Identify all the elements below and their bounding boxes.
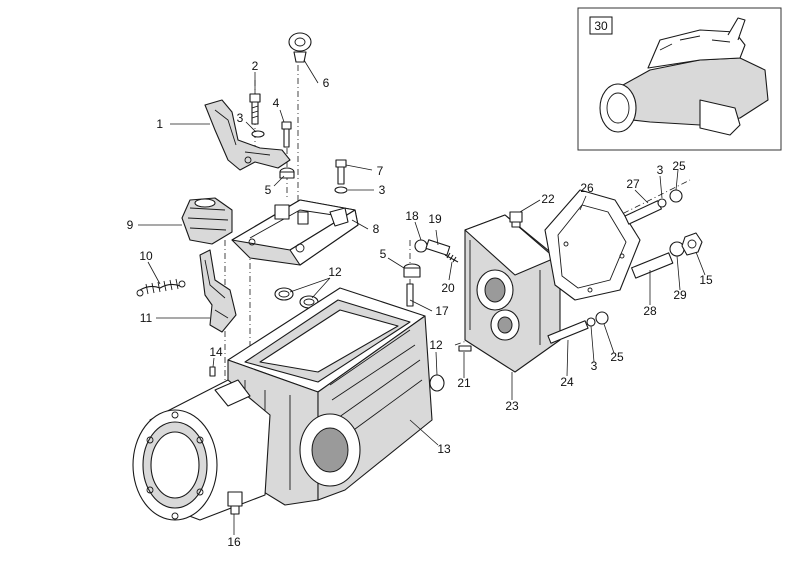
part-5-nut	[279, 167, 295, 179]
part-8-top-cover	[231, 199, 359, 266]
part-3-washer	[251, 130, 265, 138]
callout-3: 3	[237, 111, 244, 125]
callout-4: 4	[273, 96, 280, 110]
callout-5: 5	[265, 183, 272, 197]
callout-15: 15	[699, 273, 713, 287]
part-25-seal-upper	[669, 189, 683, 203]
part-12-seals	[274, 287, 319, 309]
callout-13: 13	[437, 442, 451, 456]
callout-3: 3	[657, 163, 664, 177]
part-3-washer-far	[657, 198, 667, 208]
callout-14: 14	[209, 345, 223, 359]
part-23-intermediate-plate	[464, 214, 561, 373]
callout-29: 29	[673, 288, 687, 302]
part-3-washer-low	[586, 317, 596, 327]
part-14-pin	[209, 366, 216, 377]
part-7-bolt	[335, 159, 347, 185]
callout-23: 23	[505, 399, 519, 413]
callout-5: 5	[380, 247, 387, 261]
part-1-bracket	[204, 99, 291, 171]
callout-28: 28	[643, 304, 657, 318]
callout-labels: 1 2 3 4 5 6 7 3 8 9 10 11 12 5 18 19 20 …	[127, 59, 713, 549]
callout-12: 12	[429, 338, 443, 352]
part-25-seal-lower	[595, 311, 609, 325]
callout-19: 19	[428, 212, 442, 226]
callout-11: 11	[140, 311, 153, 325]
part-20-spring	[444, 252, 459, 263]
part-4-bolt	[281, 121, 292, 148]
part-16-drain-plug	[227, 491, 243, 515]
part-17-dowel	[406, 283, 414, 307]
callout-16: 16	[227, 535, 241, 549]
callout-7: 7	[377, 164, 384, 178]
part-5-nut-lower	[403, 263, 421, 278]
callout-12: 12	[328, 265, 342, 279]
callout-25: 25	[610, 350, 624, 364]
callout-2: 2	[252, 59, 259, 73]
callout-8: 8	[373, 222, 380, 236]
callout-24: 24	[560, 375, 574, 389]
callout-27: 27	[626, 177, 640, 191]
part-6-dipstick	[288, 32, 312, 63]
part-26-gasket	[544, 189, 641, 301]
part-19-plunger	[425, 239, 451, 256]
part-13-main-housing	[132, 287, 445, 521]
inset-number-label: 30	[594, 19, 608, 33]
callout-25: 25	[672, 159, 686, 173]
callout-17: 17	[435, 304, 449, 318]
part-28-shaft	[631, 252, 674, 279]
part-15-nut	[681, 232, 703, 256]
callout-22: 22	[541, 192, 555, 206]
callout-3: 3	[591, 359, 598, 373]
callout-9: 9	[127, 218, 134, 232]
part-27-shaft	[624, 200, 662, 225]
part-9-rubber-boot	[181, 197, 233, 245]
inset-assembled-gearbox: 30	[577, 7, 782, 151]
part-29-washer	[669, 241, 685, 257]
callout-26: 26	[580, 181, 594, 195]
part-2-bolt	[249, 93, 261, 125]
part-24-shaft	[547, 320, 589, 344]
callout-10: 10	[139, 249, 153, 263]
part-11-shift-fork	[199, 249, 237, 333]
callout-1: 1	[156, 117, 163, 131]
leader-lines	[138, 59, 706, 535]
part-22-plug	[509, 211, 523, 228]
callout-20: 20	[441, 281, 455, 295]
part-3-washer-right	[334, 186, 348, 194]
callout-6: 6	[323, 76, 330, 90]
part-10-spring	[136, 278, 186, 297]
part-18-washer	[414, 239, 428, 253]
callout-21: 21	[457, 376, 471, 390]
callout-18: 18	[405, 209, 419, 223]
callout-3: 3	[379, 183, 386, 197]
part-21-pin	[458, 345, 472, 352]
